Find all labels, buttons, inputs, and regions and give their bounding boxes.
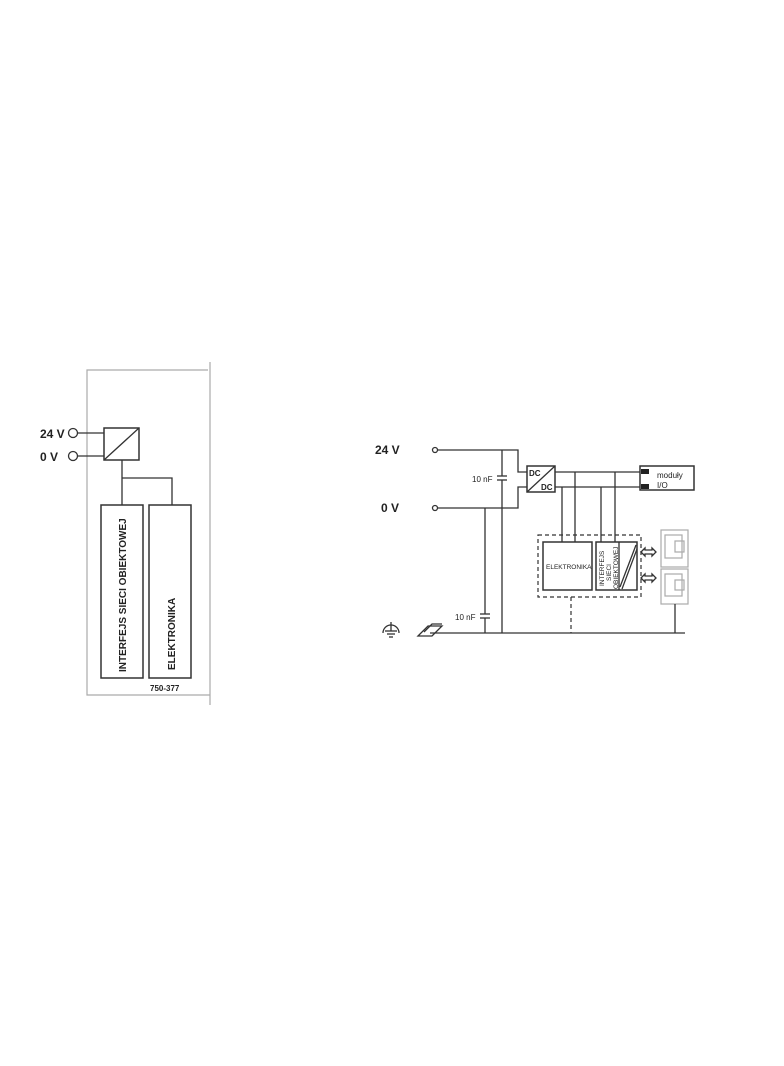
module-housing-outline bbox=[86, 369, 210, 696]
coupler-boundary bbox=[537, 534, 642, 598]
svg-text:INTERFEJS SIECI OBIEKTOWEJ: INTERFEJS SIECI OBIEKTOWEJ bbox=[118, 518, 129, 672]
electronics-block: ELEKTRONIKA bbox=[542, 541, 593, 591]
electronics-block: ELEKTRONIKA bbox=[148, 504, 192, 679]
svg-text:SIECI: SIECI bbox=[606, 564, 613, 581]
left-module-diagram: 24 V 0 V INTERFEJS SIECI OBIEKTOWEJ ELEK… bbox=[40, 362, 211, 705]
svg-text:moduły: moduły bbox=[657, 471, 683, 480]
part-number: 750-377 bbox=[150, 684, 180, 693]
terminal-0v-label: 0 V bbox=[381, 501, 399, 515]
terminal-0v-icon bbox=[431, 504, 439, 512]
capacitor-bottom-label: 10 nF bbox=[455, 613, 476, 622]
ground-icon bbox=[382, 622, 400, 638]
terminal-24v-label: 24 V bbox=[40, 427, 65, 441]
terminal-24v-icon bbox=[431, 446, 439, 454]
capacitor-top-label: 10 nF bbox=[472, 475, 493, 484]
din-rail-icon bbox=[416, 623, 444, 637]
rj45-socket-icon bbox=[660, 529, 689, 605]
terminal-0v-label: 0 V bbox=[40, 450, 58, 464]
terminal-24v-label: 24 V bbox=[375, 443, 400, 457]
right-circuit-diagram: 24 V 0 V 10 nF 10 nF DC DC moduły bbox=[375, 443, 695, 638]
fieldbus-interface-block: INTERFEJS SIECI OBIEKTOWEJ bbox=[595, 541, 638, 591]
svg-text:I/O: I/O bbox=[657, 481, 668, 490]
bidirectional-arrow-icon bbox=[640, 546, 657, 584]
svg-text:ELEKTRONIKA: ELEKTRONIKA bbox=[167, 598, 178, 670]
svg-text:INTERFEJS: INTERFEJS bbox=[599, 550, 606, 586]
svg-text:ELEKTRONIKA: ELEKTRONIKA bbox=[546, 564, 592, 571]
dc-dc-converter: DC DC bbox=[526, 465, 556, 493]
svg-text:OBIEKTOWEJ: OBIEKTOWEJ bbox=[613, 547, 620, 590]
terminal-0v-icon bbox=[67, 450, 79, 462]
fieldbus-interface-block: INTERFEJS SIECI OBIEKTOWEJ bbox=[100, 504, 144, 679]
converter-icon bbox=[103, 427, 140, 461]
svg-text:DC: DC bbox=[541, 483, 553, 492]
terminal-24v-icon bbox=[67, 427, 79, 439]
svg-text:DC: DC bbox=[529, 469, 541, 478]
io-modules-block: moduły I/O bbox=[639, 465, 695, 491]
